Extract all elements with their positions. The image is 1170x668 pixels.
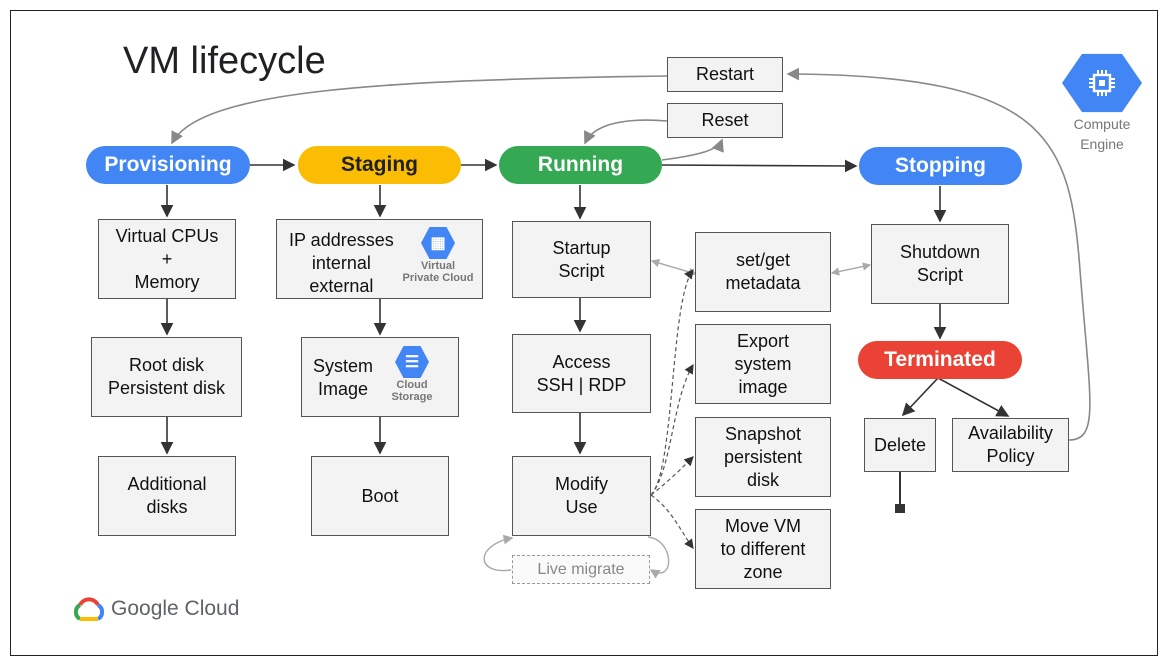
network-icon: ▦	[421, 227, 455, 259]
live-migrate-box: Live migrate	[512, 555, 650, 584]
step-availability-policy: Availability Policy	[952, 418, 1069, 472]
step-ip-addresses: IP addresses internal external ▦ Virtual…	[276, 219, 483, 299]
vpc-product: ▦ Virtual Private Cloud	[396, 226, 480, 284]
storage-icon: ☰	[395, 346, 429, 378]
storage-label: Cloud Storage	[391, 379, 433, 403]
step-access-ssh-rdp: Access SSH | RDP	[512, 334, 651, 413]
step-additional-disks: Additional disks	[98, 456, 236, 536]
state-staging: Staging	[298, 146, 461, 184]
reset-box: Reset	[667, 103, 783, 138]
compute-engine-icon	[1062, 53, 1142, 113]
compute-engine-label: Compute Engine	[1073, 116, 1131, 152]
step-boot: Boot	[311, 456, 449, 536]
step-shutdown-script: Shutdown Script	[871, 224, 1009, 304]
op-snapshot-disk: Snapshot persistent disk	[695, 417, 831, 497]
step-delete: Delete	[864, 418, 936, 472]
state-terminated: Terminated	[858, 341, 1022, 379]
system-image-text: System Image	[313, 356, 374, 399]
ip-addresses-text: IP addresses internal external	[289, 230, 394, 296]
state-stopping: Stopping	[859, 147, 1022, 185]
google-cloud-logo-icon	[73, 597, 105, 621]
step-modify-use: Modify Use	[512, 456, 651, 536]
step-startup-script: Startup Script	[512, 221, 651, 298]
google-cloud-wordmark: Google Cloud	[111, 597, 240, 620]
op-set-get-metadata: set/get metadata	[695, 232, 831, 312]
storage-product: ☰ Cloud Storage	[386, 345, 438, 403]
restart-box: Restart	[667, 57, 783, 92]
vpc-label: Virtual Private Cloud	[402, 260, 474, 284]
chip-icon	[1089, 70, 1115, 96]
op-move-vm: Move VM to different zone	[695, 509, 831, 589]
step-root-disk: Root disk Persistent disk	[91, 337, 242, 417]
op-export-system-image: Export system image	[695, 324, 831, 404]
state-running: Running	[499, 146, 662, 184]
step-system-image: System Image ☰ Cloud Storage	[301, 337, 459, 417]
page-title: VM lifecycle	[123, 40, 326, 82]
state-provisioning: Provisioning	[86, 146, 250, 184]
step-virtual-cpus-memory: Virtual CPUs + Memory	[98, 219, 236, 299]
